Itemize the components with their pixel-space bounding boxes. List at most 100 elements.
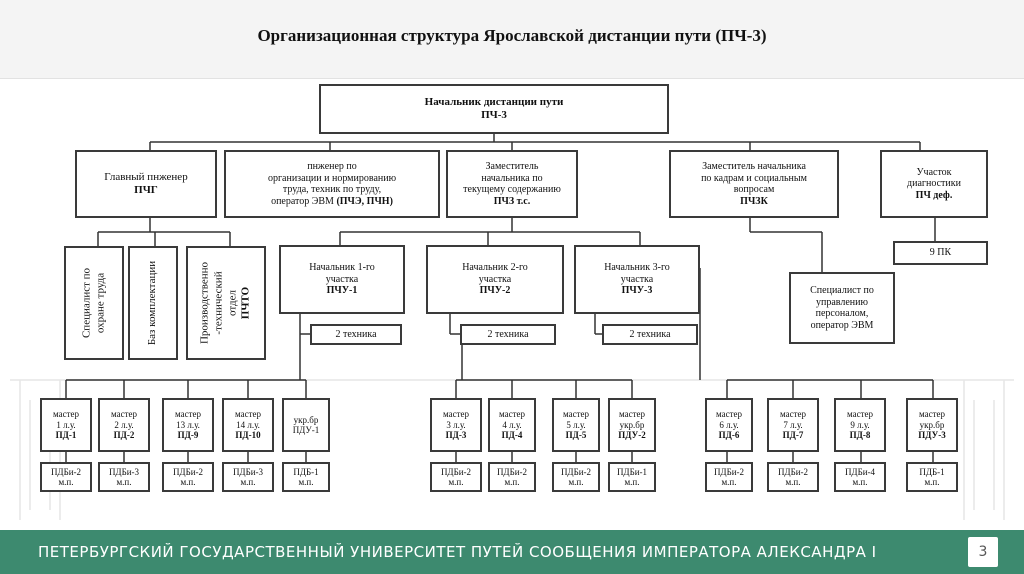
master-code: ПД-4: [501, 430, 523, 441]
pto-line3: отдел: [226, 290, 238, 316]
master-code: ПД-7: [782, 430, 804, 441]
master-label: мастер: [234, 409, 262, 420]
brigade-label: м.п.: [785, 477, 801, 487]
brigade-label: ПДБ-1: [919, 466, 945, 477]
deputy-hr-code: ПЧЗК: [740, 195, 768, 207]
brigade-label: ПДБи-2: [560, 466, 592, 477]
deputy-hr-line3: вопросам: [733, 184, 775, 195]
section-1-box: Начальник 1-го участка ПЧУ-1: [279, 245, 405, 314]
deputy-hr-line2: по кадрам и социальным: [701, 172, 807, 184]
labor-engineer-line4: оператор ЭВМ: [271, 195, 334, 207]
master-label: 13 л.у.: [176, 419, 200, 430]
master-label: мастер: [52, 409, 80, 420]
master-label: мастер: [498, 409, 526, 420]
master-label: мастер: [110, 409, 138, 420]
master-code: ПД-8: [849, 430, 871, 441]
master-label: 9 л.у.: [850, 419, 870, 430]
brigade-label: ПДБи-2: [496, 466, 528, 477]
master-label: 3 л.у.: [446, 419, 466, 430]
labor-engineer-code: (ПЧЭ, ПЧН): [336, 195, 393, 207]
brigade-label: ПДБи-2: [777, 466, 809, 477]
master-code: ПД-2: [113, 430, 135, 441]
master-label: мастер: [846, 409, 874, 420]
section-2-line2: участка: [478, 273, 512, 285]
brigade-label: м.п.: [624, 477, 640, 487]
section-2-tech-label: 2 техника: [487, 328, 529, 340]
master-label: 7 л.у.: [783, 419, 803, 430]
section-1-code: ПЧУ-1: [326, 285, 358, 297]
section-3-line2: участка: [620, 273, 654, 285]
master-label: 2 л.у.: [114, 419, 134, 430]
pto-code: ПЧТО: [239, 286, 252, 320]
deputy-maintenance-line3: текущему содержанию: [463, 184, 561, 195]
brigade-label: м.п.: [504, 477, 520, 487]
master-label: мастер: [918, 409, 946, 420]
deputy-maintenance-line1: Заместитель: [485, 161, 539, 172]
brigade-label: м.п.: [448, 477, 464, 487]
brigade-label: ПДБ-1: [293, 466, 319, 477]
hr-specialist-box: Специалист по управлению персоналом, опе…: [789, 272, 895, 344]
head-box: Начальник дистанции пути ПЧ-3: [319, 84, 669, 134]
brigade-label: м.п.: [568, 477, 584, 487]
master-label: ПДУ-1: [292, 425, 320, 435]
section-1-line1: Начальник 1-го: [309, 262, 375, 274]
deputy-maintenance-box: Заместитель начальника по текущему содер…: [446, 150, 578, 218]
master-label: 4 л.у.: [502, 419, 522, 430]
master-code: ПДУ-3: [918, 430, 946, 441]
chief-engineer-code: ПЧГ: [134, 184, 158, 196]
slide-title: Организационная структура Ярославской ди…: [257, 26, 767, 45]
master-label: мастер: [715, 409, 743, 420]
master-label: 5 л.у.: [566, 419, 586, 430]
master-label: 6 л.у.: [719, 419, 739, 430]
master-label: 1 л.у.: [56, 419, 76, 430]
deputy-hr-box: Заместитель начальника по кадрам и социа…: [669, 150, 839, 218]
chief-engineer-box: Главный пнженер ПЧГ: [75, 150, 217, 218]
chief-engineer-title: Главный пнженер: [104, 170, 188, 183]
hr-specialist-line3: персоналом,: [815, 308, 869, 319]
brigade-label: м.п.: [852, 477, 868, 487]
section-3-line1: Начальник 3-го: [604, 262, 670, 274]
brigade-label: ПДБи-3: [108, 466, 140, 477]
deputy-maintenance-line2: начальника по: [481, 172, 543, 184]
diagnostics-line1: Участок: [916, 166, 952, 178]
diagnostics-pk-box: 9 ПК: [893, 241, 988, 265]
brigade-label: м.п.: [240, 477, 256, 487]
master-label: укр.бр: [919, 419, 945, 430]
brigade-label: ПДБи-2: [50, 466, 82, 477]
brigade-label: ПДБи-2: [172, 466, 204, 477]
safety-line1: Специалист по: [80, 267, 93, 339]
section-1-tech-box: 2 техника: [310, 324, 402, 345]
diagnostics-line2: диагностики: [907, 178, 961, 190]
hr-specialist-line1: Специалист по: [810, 285, 874, 296]
diagnostics-pk-label: 9 ПК: [929, 247, 952, 259]
deputy-maintenance-code: ПЧЗ т.с.: [493, 195, 531, 207]
deputy-hr-line1: Заместитель начальника: [702, 161, 806, 172]
master-code: ПД-5: [565, 430, 587, 441]
brigade-label: м.п.: [58, 477, 74, 487]
master-label: укр.бр: [619, 419, 645, 430]
master-label: мастер: [562, 409, 590, 420]
head-title: Начальник дистанции пути: [424, 95, 564, 108]
section-3-code: ПЧУ-3: [621, 285, 653, 297]
section-3-box: Начальник 3-го участка ПЧУ-3: [574, 245, 700, 314]
pto-line1: Производственно: [198, 261, 211, 345]
